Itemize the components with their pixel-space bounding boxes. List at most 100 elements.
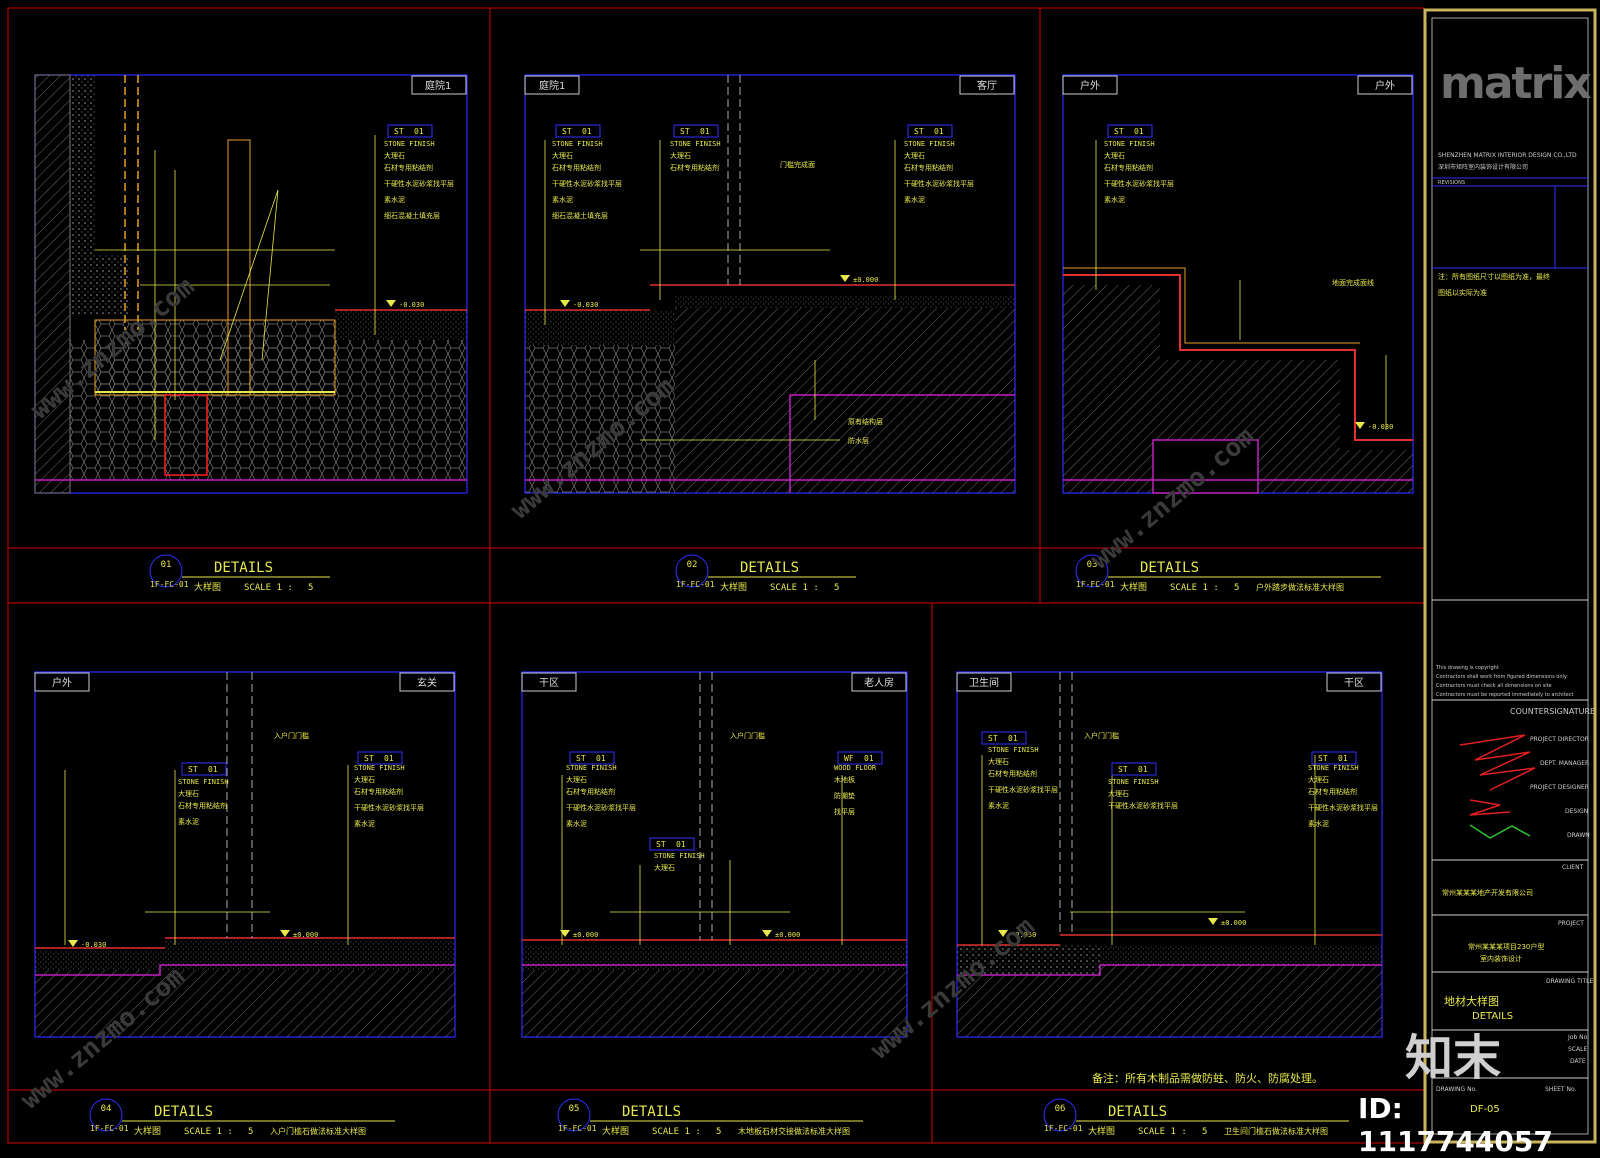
svg-text:大样图: 大样图	[194, 581, 221, 593]
level-p05b: ±0.000	[762, 930, 800, 939]
svg-text:细石混凝土填充层: 细石混凝土填充层	[552, 211, 608, 220]
callout-list-p01: STONE FINISH大理石石材专用粘结剂干硬性水泥砂浆找平层素水泥细石混凝土…	[384, 140, 454, 220]
svg-text:1F-FC-01: 1F-FC-01	[150, 580, 189, 589]
svg-text:DETAILS: DETAILS	[154, 1104, 213, 1120]
svg-text:ST: ST	[188, 765, 198, 774]
company-name-cn: 深圳市矩阵室内装饰设计有限公司	[1438, 164, 1529, 171]
client-label: CLIENT	[1562, 864, 1584, 871]
svg-text:1F-FC-01: 1F-FC-01	[558, 1124, 597, 1133]
svg-text:-0.030: -0.030	[573, 301, 598, 309]
svg-text:素水泥: 素水泥	[1104, 195, 1125, 204]
svg-text:大理石: 大理石	[1108, 789, 1129, 798]
svg-text:01: 01	[161, 560, 172, 570]
panel-05-left-tag: 干区	[539, 677, 559, 689]
svg-text:石材专用粘结剂: 石材专用粘结剂	[904, 163, 953, 172]
project-name-2: 室内装饰设计	[1480, 955, 1522, 963]
svg-text:ST: ST	[914, 127, 924, 136]
svg-text:DETAILS: DETAILS	[214, 560, 273, 576]
panel-05-right-tag: 老人房	[864, 676, 894, 689]
level-p03: -0.030	[1355, 422, 1393, 431]
svg-text:DETAILS: DETAILS	[1140, 560, 1199, 576]
svg-text:地面完成面线: 地面完成面线	[1332, 278, 1374, 287]
svg-text:找平层: 找平层	[834, 807, 855, 816]
svg-text:石材专用粘结剂: 石材专用粘结剂	[566, 787, 615, 796]
svg-text:木地板石材交接做法标准大样图: 木地板石材交接做法标准大样图	[738, 1126, 850, 1136]
svg-text:STONE FINISH: STONE FINISH	[552, 140, 603, 148]
title-note-line1: 注：所有图纸尺寸以图纸为准，最终	[1438, 273, 1550, 281]
panel-04-right-tag: 玄关	[417, 676, 437, 689]
svg-text:±0.000: ±0.000	[293, 931, 318, 939]
svg-text:ST: ST	[1318, 754, 1328, 763]
image-id-tag: ID: 1117744057	[1358, 1092, 1553, 1158]
drawing-title-en: DETAILS	[1472, 1011, 1514, 1022]
svg-text:干硬性水泥砂浆找平层: 干硬性水泥砂浆找平层	[904, 179, 974, 188]
svg-text:-0.030: -0.030	[81, 941, 106, 949]
level-p05a: ±0.000	[560, 930, 598, 939]
svg-text:01: 01	[582, 127, 592, 136]
general-remark: 备注：所有木制品需做防蛀、防火、防腐处理。	[1092, 1071, 1323, 1085]
svg-text:01: 01	[700, 127, 710, 136]
svg-text:STONE FINISH: STONE FINISH	[354, 764, 405, 772]
svg-text:入户门槛石做法标准大样图: 入户门槛石做法标准大样图	[270, 1126, 366, 1136]
svg-text:1F-FC-01: 1F-FC-01	[1076, 580, 1115, 589]
svg-text:防潮垫: 防潮垫	[834, 791, 855, 800]
countersignature-label: COUNTERSIGNATURE	[1510, 707, 1596, 716]
svg-text:细石混凝土填充层: 细石混凝土填充层	[384, 211, 440, 220]
svg-text:大理石: 大理石	[670, 151, 691, 160]
svg-text:STONE FINISH: STONE FINISH	[384, 140, 435, 148]
callout-notes: STONE FINISH大理石石材专用粘结剂干硬性水泥砂浆找平层素水泥细石混凝土…	[178, 140, 1378, 872]
svg-text:石材专用粘结剂: 石材专用粘结剂	[354, 787, 403, 796]
svg-text:入户门门槛: 入户门门槛	[1084, 731, 1119, 740]
svg-text:素水泥: 素水泥	[178, 817, 199, 826]
svg-text:5: 5	[1234, 583, 1239, 593]
svg-text:石材专用粘结剂: 石材专用粘结剂	[1104, 163, 1153, 172]
svg-text:石材专用粘结剂: 石材专用粘结剂	[178, 801, 227, 810]
role-project-director: PROJECT DIRECTOR	[1530, 736, 1589, 743]
job-no-label: Job No.	[1568, 1034, 1590, 1041]
svg-text:SCALE 1 :: SCALE 1 :	[652, 1127, 701, 1137]
svg-text:干硬性水泥砂浆找平层: 干硬性水泥砂浆找平层	[552, 179, 622, 188]
svg-text:原有结构层: 原有结构层	[848, 417, 883, 426]
svg-text:素水泥: 素水泥	[904, 195, 925, 204]
svg-text:大理石: 大理石	[654, 863, 675, 872]
svg-text:01: 01	[864, 754, 874, 763]
svg-text:SCALE 1 :: SCALE 1 :	[1170, 583, 1219, 593]
role-design: DESIGN	[1565, 808, 1589, 815]
svg-text:大理石: 大理石	[988, 757, 1009, 766]
detail-panel-04: 户外 玄关	[34, 671, 456, 1038]
svg-text:SCALE 1 :: SCALE 1 :	[244, 583, 293, 593]
svg-text:石材专用粘结剂: 石材专用粘结剂	[384, 163, 433, 172]
svg-text:ST: ST	[1114, 127, 1124, 136]
panel-06-left-tag: 卫生间	[969, 676, 999, 689]
svg-text:大样图: 大样图	[1120, 581, 1147, 593]
svg-text:STONE FINISH: STONE FINISH	[670, 140, 721, 148]
company-name-en: SHENZHEN MATRIX INTERIOR DESIGN CO.,LTD	[1438, 152, 1577, 159]
svg-text:06: 06	[1055, 1104, 1066, 1114]
svg-text:1F-FC-01: 1F-FC-01	[676, 580, 715, 589]
svg-text:ST: ST	[1118, 765, 1128, 774]
svg-text:04: 04	[101, 1104, 112, 1114]
svg-text:±0.000: ±0.000	[1221, 919, 1246, 927]
panel-footers: 01 1F-FC-01 DETAILS 大样图 SCALE 1 : 5 02 1…	[89, 554, 1381, 1137]
svg-text:01: 01	[596, 754, 606, 763]
svg-text:01: 01	[1008, 734, 1018, 743]
footer-04: 04 1F-FC-01 DETAILS 大样图 SCALE 1 : 5 入户门槛…	[89, 1098, 395, 1137]
panel-02-right-tag: 客厅	[977, 79, 997, 92]
svg-text:STONE FINISH: STONE FINISH	[904, 140, 955, 148]
svg-text:ST: ST	[394, 127, 404, 136]
drawing-title-cn: 地材大样图	[1444, 995, 1499, 1008]
svg-text:防水层: 防水层	[848, 436, 869, 445]
svg-text:干硬性水泥砂浆找平层: 干硬性水泥砂浆找平层	[384, 179, 454, 188]
